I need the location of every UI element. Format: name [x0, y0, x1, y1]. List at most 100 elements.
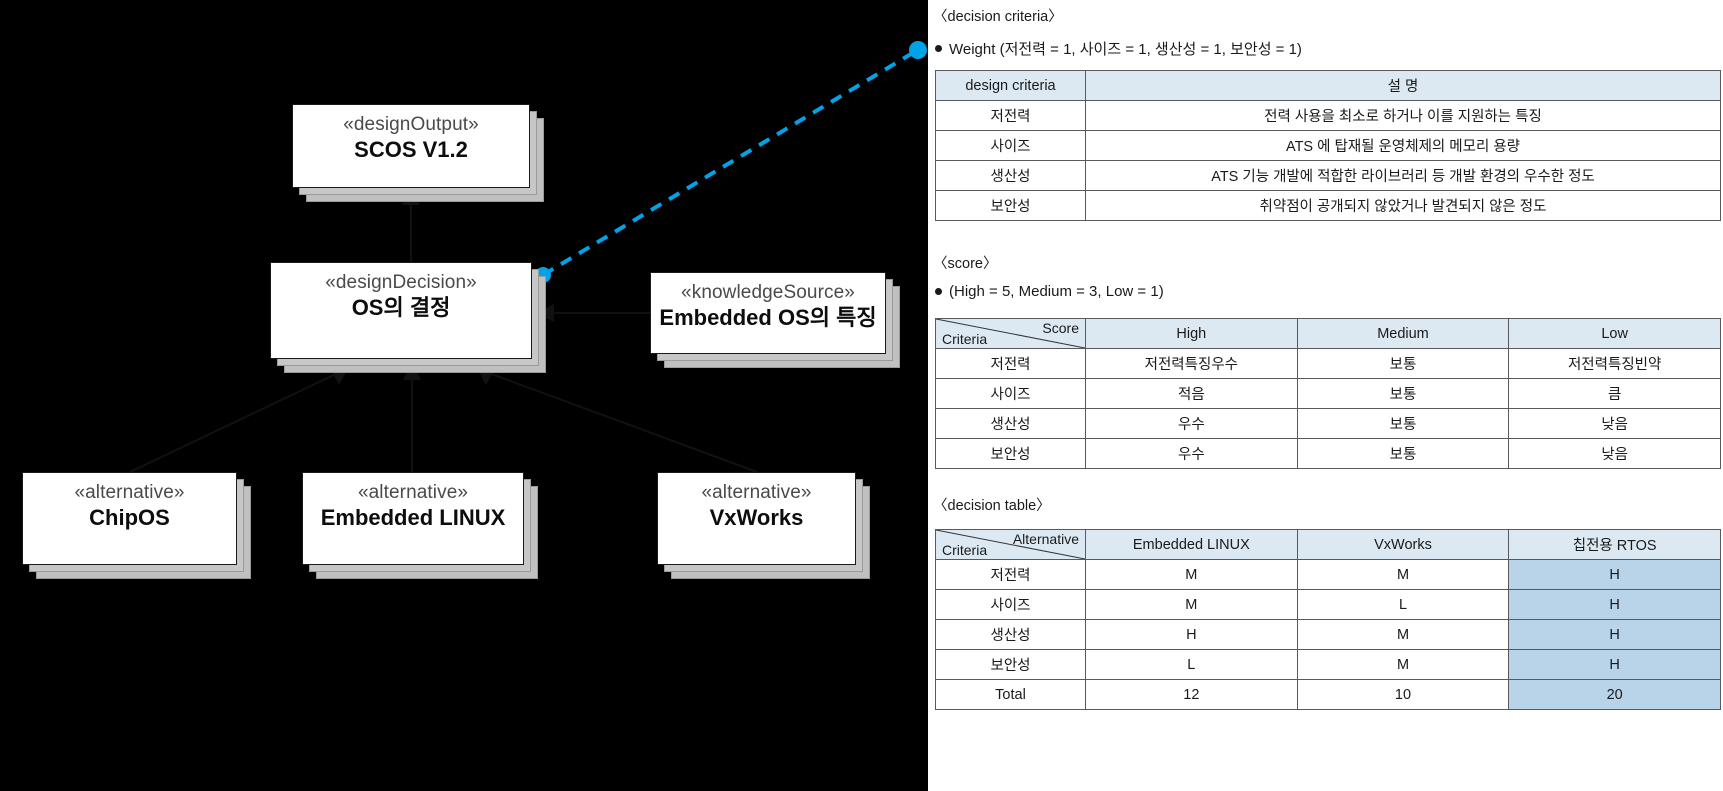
cell-high: 우수 [1085, 438, 1298, 469]
node-stereotype: «designOutput» [343, 114, 479, 135]
weight-bullet-text: Weight (저전력 = 1, 사이즈 = 1, 생산성 = 1, 보안성 =… [949, 41, 1302, 58]
document-pane: 〈decision criteria〉 Weight (저전력 = 1, 사이즈… [928, 0, 1723, 791]
header-low: Low [1508, 318, 1721, 349]
cell-medium: 보통 [1296, 378, 1510, 409]
node-face: «designDecision» OS의 결정 [270, 262, 532, 359]
criteria-description: 전력 사용을 최소로 하거나 이를 지원하는 특징 [1085, 100, 1721, 131]
header-description: 설 명 [1085, 70, 1721, 101]
cell-embedded-linux: L [1085, 649, 1298, 680]
node-design-decision-os[interactable]: «designDecision» OS의 결정 [270, 262, 546, 373]
criteria-description: ATS 에 탑재될 운영체제의 메모리 용량 [1085, 130, 1721, 161]
row-criteria: 보안성 [935, 649, 1086, 680]
cell-medium: 보통 [1296, 348, 1510, 379]
corner-label-top: Score [1042, 320, 1079, 336]
decision-criteria-table: design criteria 설 명 저전력 전력 사용을 최소로 하거나 이… [935, 70, 1721, 221]
criteria-description: 취약점이 공개되지 않았거나 발견되지 않은 정도 [1085, 190, 1721, 221]
criteria-name: 저전력 [935, 100, 1086, 131]
row-criteria: 저전력 [935, 559, 1086, 590]
row-criteria: 생산성 [935, 408, 1086, 439]
node-alternative-chipos[interactable]: «alternative» ChipOS [22, 472, 251, 579]
table-row: 사이즈 M L H [935, 589, 1721, 620]
cell-embedded-linux: M [1085, 559, 1298, 590]
node-name: ChipOS [89, 504, 170, 530]
cell-high: 적음 [1085, 378, 1298, 409]
criteria-description: ATS 기능 개발에 적합한 라이브러리 등 개발 환경의 우수한 정도 [1085, 160, 1721, 191]
node-face: «alternative» Embedded LINUX [302, 472, 524, 565]
table-row-total: Total 12 10 20 [935, 679, 1721, 710]
node-stereotype: «alternative» [357, 482, 469, 503]
header-medium: Medium [1296, 318, 1510, 349]
bullet-dot-icon [935, 45, 942, 52]
table-row: 생산성 우수 보통 낮음 [935, 408, 1721, 439]
header-design-criteria: design criteria [935, 70, 1086, 101]
row-criteria: 저전력 [935, 348, 1086, 379]
criteria-name: 보안성 [935, 190, 1086, 221]
node-stereotype: «knowledgeSource» [681, 282, 855, 303]
table-row: 보안성 취약점이 공개되지 않았거나 발견되지 않은 정도 [935, 190, 1721, 221]
corner-label-top: Alternative [1012, 531, 1079, 547]
header-chip-rtos: 칩전용 RTOS [1508, 529, 1721, 560]
decision-table-heading: 〈decision table〉 [933, 498, 1051, 514]
cell-embedded-linux: H [1085, 619, 1298, 650]
header-embedded-linux: Embedded LINUX [1085, 529, 1298, 560]
table-row: 사이즈 적음 보통 큼 [935, 378, 1721, 409]
node-face: «designOutput» SCOS V1.2 [292, 104, 530, 188]
cell-embedded-linux: M [1085, 589, 1298, 620]
cell-low: 큼 [1508, 378, 1721, 409]
diagonal-divider-icon [936, 319, 1085, 348]
score-table: Score Criteria High Medium Low 저전력 저전력특징… [935, 318, 1721, 469]
node-face: «alternative» VxWorks [657, 472, 856, 565]
node-stereotype: «designDecision» [325, 272, 477, 293]
diagonal-divider-icon [936, 530, 1085, 559]
weight-bullet-line: Weight (저전력 = 1, 사이즈 = 1, 생산성 = 1, 보안성 =… [935, 38, 1302, 59]
bullet-dot-icon [935, 288, 942, 295]
table-row: 저전력 저전력특징우수 보통 저전력특징빈약 [935, 348, 1721, 379]
cell-medium: 보통 [1296, 408, 1510, 439]
row-criteria: 보안성 [935, 438, 1086, 469]
corner-header-score: Score Criteria [935, 318, 1086, 349]
table-header-row: Alternative Criteria Embedded LINUX VxWo… [935, 529, 1721, 560]
total-vxworks: 10 [1296, 679, 1510, 710]
cell-chip-rtos: H [1508, 559, 1721, 590]
row-criteria: 생산성 [935, 619, 1086, 650]
cell-low: 낮음 [1508, 408, 1721, 439]
header-high: High [1085, 318, 1298, 349]
table-header-row: Score Criteria High Medium Low [935, 318, 1721, 349]
cell-chip-rtos: H [1508, 589, 1721, 620]
decision-criteria-heading: 〈decision criteria〉 [933, 9, 1063, 25]
score-bullet-line: (High = 5, Medium = 3, Low = 1) [935, 283, 1164, 300]
node-name: Embedded OS의 특징 [659, 304, 877, 330]
table-row: 보안성 L M H [935, 649, 1721, 680]
cell-vxworks: M [1296, 649, 1510, 680]
header-vxworks: VxWorks [1296, 529, 1510, 560]
node-alternative-embedded-linux[interactable]: «alternative» Embedded LINUX [302, 472, 538, 579]
node-stereotype: «alternative» [701, 482, 812, 503]
cell-vxworks: L [1296, 589, 1510, 620]
criteria-name: 사이즈 [935, 130, 1086, 161]
row-criteria-total: Total [935, 679, 1086, 710]
table-row: 사이즈 ATS 에 탑재될 운영체제의 메모리 용량 [935, 130, 1721, 161]
row-criteria: 사이즈 [935, 589, 1086, 620]
cell-vxworks: M [1296, 559, 1510, 590]
node-alternative-vxworks[interactable]: «alternative» VxWorks [657, 472, 870, 579]
decision-table: Alternative Criteria Embedded LINUX VxWo… [935, 529, 1721, 710]
corner-label-bottom: Criteria [942, 331, 988, 347]
cell-low: 낮음 [1508, 438, 1721, 469]
node-knowledge-source-embedded-os[interactable]: «knowledgeSource» Embedded OS의 특징 [650, 272, 900, 368]
cell-low: 저전력특징빈약 [1508, 348, 1721, 379]
corner-header-alternative: Alternative Criteria [935, 529, 1086, 560]
cell-high: 우수 [1085, 408, 1298, 439]
node-design-output-scos[interactable]: «designOutput» SCOS V1.2 [292, 104, 544, 202]
cell-chip-rtos: H [1508, 619, 1721, 650]
score-bullet-text: (High = 5, Medium = 3, Low = 1) [949, 283, 1164, 300]
cell-vxworks: M [1296, 619, 1510, 650]
table-row: 생산성 H M H [935, 619, 1721, 650]
table-row: 보안성 우수 보통 낮음 [935, 438, 1721, 469]
table-row: 저전력 전력 사용을 최소로 하거나 이를 지원하는 특징 [935, 100, 1721, 131]
score-heading: 〈score〉 [933, 256, 998, 272]
node-name: OS의 결정 [351, 294, 451, 320]
cell-high: 저전력특징우수 [1085, 348, 1298, 379]
table-row: 저전력 M M H [935, 559, 1721, 590]
criteria-name: 생산성 [935, 160, 1086, 191]
node-name: Embedded LINUX [320, 504, 506, 530]
